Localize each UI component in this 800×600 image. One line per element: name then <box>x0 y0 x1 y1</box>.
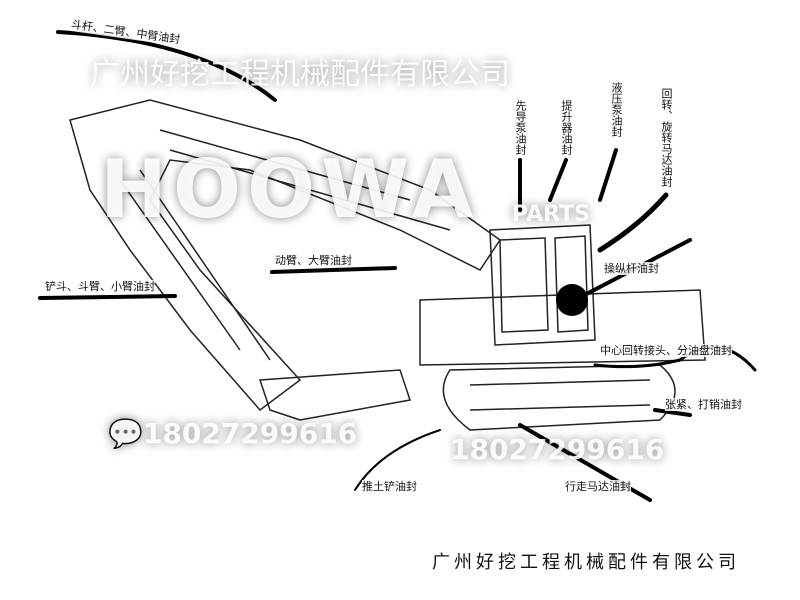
watermark-phone-1: 💬18027299616 <box>108 420 357 448</box>
label-joystick-seal: 操纵杆油封 <box>604 262 659 275</box>
label-center-joint-seal: 中心回转接头、分油盘油封 <box>600 344 732 357</box>
watermark-brand-sub: PARTS <box>512 202 590 227</box>
label-dozer-seal: 推土铲油封 <box>362 480 417 493</box>
footer-company-name: 广州好挖工程机械配件有限公司 <box>432 552 740 573</box>
upper-body <box>419 289 706 366</box>
label-swing-motor-seal: 回转、旋转马达油封 <box>660 88 673 187</box>
label-travel-motor-seal: 行走马达油封 <box>565 480 631 493</box>
phone-number: 18027299616 <box>142 417 358 450</box>
watermark-brand: HOOWA <box>100 143 480 236</box>
track-outline <box>442 364 676 431</box>
chat-icon: 💬 <box>108 417 143 450</box>
watermark-phone-2: 18027299616 <box>450 433 665 466</box>
label-boom-seal: 动臂、大臂油封 <box>275 254 352 267</box>
label-pilot-pump-seal: 先导泵油封 <box>514 100 527 155</box>
bucket-outline <box>258 369 411 421</box>
joystick-marker <box>556 284 588 316</box>
label-tension-seal: 张紧、打销油封 <box>665 398 742 411</box>
label-hydraulic-pump-seal: 液压泵油封 <box>610 82 623 137</box>
cab-outline <box>489 224 596 346</box>
label-lift-seal: 提升器油封 <box>560 100 573 155</box>
boom-outline <box>69 99 502 412</box>
watermark-company: 广州好挖工程机械配件有限公司 <box>90 57 510 92</box>
label-bucket-seal: 铲斗、斗臂、小臂油封 <box>45 280 155 293</box>
